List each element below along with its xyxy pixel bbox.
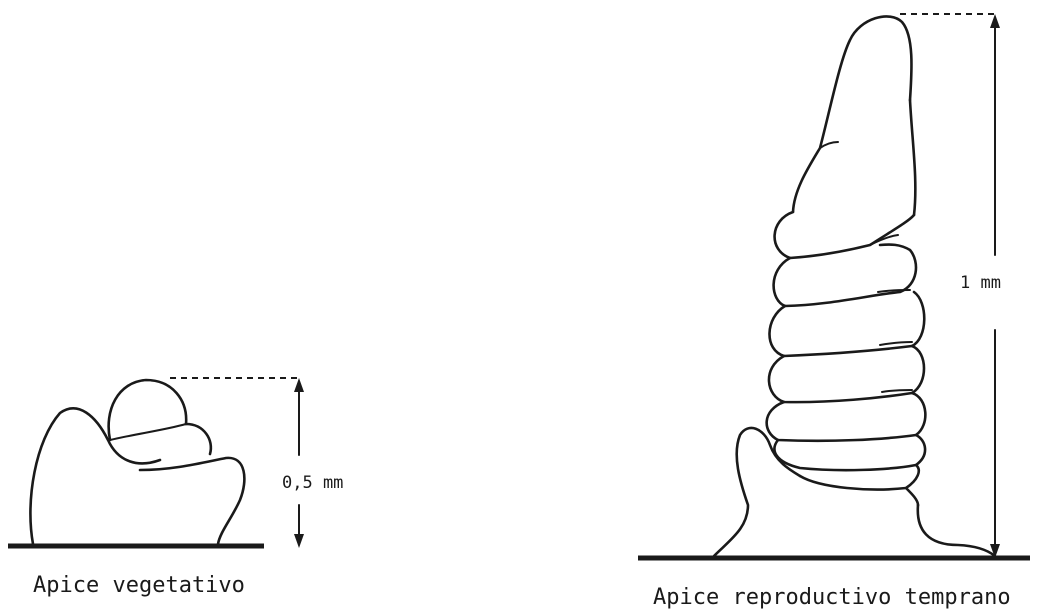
reproductive-upper-crease [820, 142, 838, 148]
reproductive-tier-2 [774, 245, 916, 306]
vegetative-right-lobe [140, 458, 244, 544]
reproductive-spike-right-outline [910, 100, 915, 215]
vegetative-arrow-up [294, 378, 304, 392]
reproductive-arrow-up [990, 14, 1000, 28]
reproductive-caption: Apice reproductivo temprano [653, 585, 1011, 610]
vegetative-right-leaf [186, 424, 211, 454]
reproductive-tier-3 [769, 292, 924, 356]
reproductive-tier-mark-4 [882, 390, 912, 392]
reproductive-spike-right-lower [906, 488, 918, 505]
vegetative-dome [109, 380, 187, 440]
reproductive-left-leaf [714, 428, 800, 556]
vegetative-left-leaf [30, 408, 160, 544]
vegetative-measure-label: 0,5 mm [282, 473, 343, 493]
vegetative-dome-base [110, 424, 186, 440]
vegetative-apex-drawing: 0,5 mm Apice vegetativo [8, 378, 343, 598]
reproductive-apex-drawing: 1 mm Apice reproductivo temprano [638, 14, 1030, 610]
reproductive-measure-label: 1 mm [960, 273, 1001, 293]
reproductive-tier-mark-3 [880, 342, 912, 345]
reproductive-spike-left-outline [793, 16, 912, 212]
vegetative-arrow-down [294, 534, 304, 548]
vegetative-caption: Apice vegetativo [33, 573, 245, 598]
reproductive-right-foot [918, 505, 995, 556]
